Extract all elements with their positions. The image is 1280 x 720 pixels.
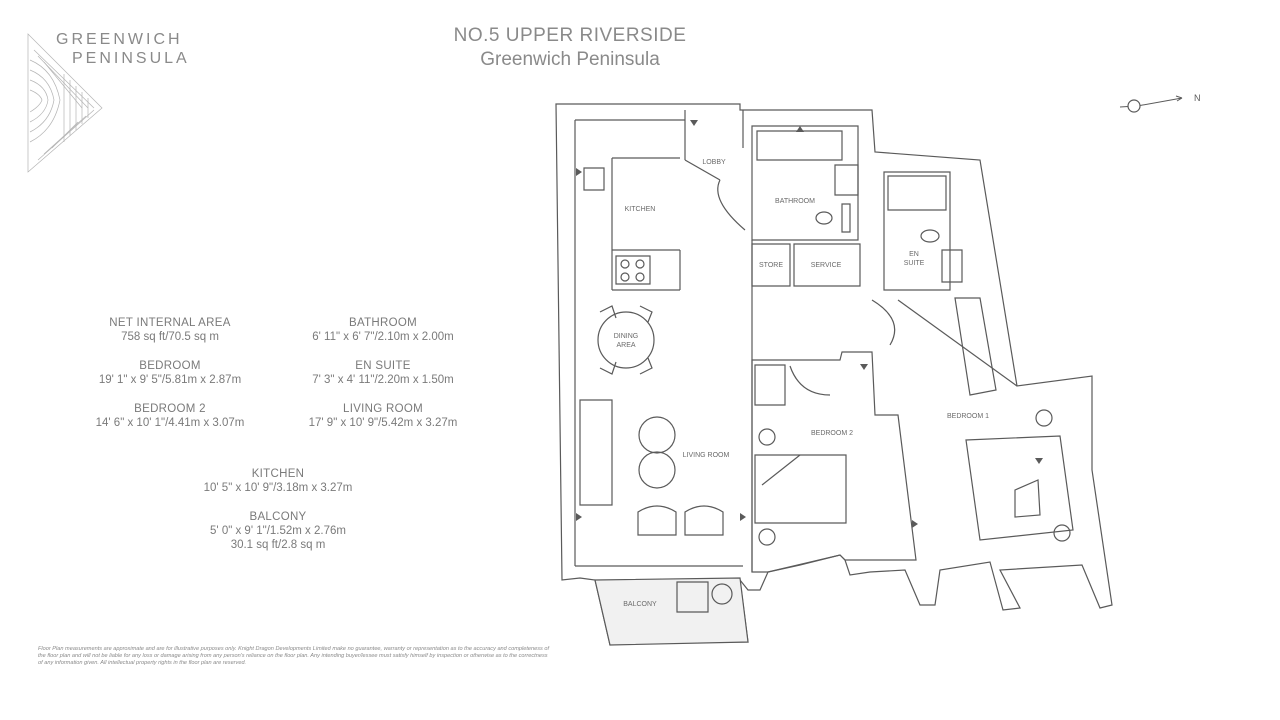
spec-value: 19' 1" x 9' 5"/5.81m x 2.87m <box>98 374 242 386</box>
room-label-kitchen: KITCHEN <box>625 206 656 213</box>
spec-en-suite: EN SUITE 7' 3" x 4' 11"/2.20m x 1.50m <box>273 359 493 387</box>
spec-balcony: BALCONY 5' 0" x 9' 1"/1.52m x 2.76m 30.1… <box>168 510 388 552</box>
spec-label: BALCONY <box>249 511 307 523</box>
brand-logo: GREENWICH PENINSULA <box>24 30 214 180</box>
spec-bathroom: BATHROOM 6' 11" x 6' 7"/2.10m x 2.00m <box>273 316 493 344</box>
brand-line1: GREENWICH <box>56 31 183 48</box>
spec-label: KITCHEN <box>251 468 305 480</box>
compass-label: N <box>1194 93 1201 103</box>
spec-value: 10' 5" x 10' 9"/3.18m x 3.27m <box>203 482 353 494</box>
north-arrow-icon: N <box>1119 93 1201 113</box>
disclaimer-text: Floor Plan measurements are approximate … <box>38 646 550 667</box>
spec-bedroom-2: BEDROOM 2 14' 6" x 10' 1"/4.41m x 3.07m <box>60 402 280 430</box>
spec-net-internal-area: NET INTERNAL AREA 758 sq ft/70.5 sq m <box>60 316 280 344</box>
spec-value: 6' 11" x 6' 7"/2.10m x 2.00m <box>312 331 454 343</box>
room-label-bedroom-2: BEDROOM 2 <box>811 430 853 437</box>
spec-value-area: 30.1 sq ft/2.8 sq m <box>230 539 326 551</box>
brand-line2: PENINSULA <box>72 50 190 67</box>
plan-walls <box>555 103 1113 646</box>
spec-bedroom: BEDROOM 19' 1" x 9' 5"/5.81m x 2.87m <box>60 359 280 387</box>
spec-value: 758 sq ft/70.5 sq m <box>121 331 219 343</box>
room-label-service: SERVICE <box>811 262 842 269</box>
floor-plan: LOBBY KITCHEN BATHROOM STORE SERVICE EN … <box>555 103 1113 646</box>
page-title: NO.5 UPPER RIVERSIDE <box>453 25 687 46</box>
spec-label: NET INTERNAL AREA <box>109 317 231 329</box>
room-label-bedroom-1: BEDROOM 1 <box>947 413 989 420</box>
room-label-dining-2: AREA <box>616 342 635 349</box>
room-label-store: STORE <box>759 262 783 269</box>
spec-value: 5' 0" x 9' 1"/1.52m x 2.76m <box>210 525 346 537</box>
page-subtitle: Greenwich Peninsula <box>480 49 660 70</box>
window-markers <box>576 120 1043 528</box>
room-label-en-suite-1: EN <box>909 251 919 258</box>
room-label-en-suite-2: SUITE <box>904 260 925 267</box>
spec-value: 7' 3" x 4' 11"/2.20m x 1.50m <box>312 374 454 386</box>
spec-kitchen: KITCHEN 10' 5" x 10' 9"/3.18m x 3.27m <box>168 467 388 495</box>
room-label-living: LIVING ROOM <box>683 452 730 459</box>
room-label-lobby: LOBBY <box>702 159 726 166</box>
room-label-balcony: BALCONY <box>623 601 657 608</box>
spec-label: LIVING ROOM <box>343 403 423 415</box>
spec-label: BATHROOM <box>349 317 417 329</box>
spec-label: EN SUITE <box>355 360 411 372</box>
spec-living-room: LIVING ROOM 17' 9" x 10' 9"/5.42m x 3.27… <box>273 402 493 430</box>
spec-label: BEDROOM <box>139 360 201 372</box>
room-label-dining-1: DINING <box>614 333 639 340</box>
room-label-bathroom: BATHROOM <box>775 198 815 205</box>
spec-value: 14' 6" x 10' 1"/4.41m x 3.07m <box>95 417 245 429</box>
brand-wordmark: GREENWICH PENINSULA <box>56 30 190 68</box>
spec-label: BEDROOM 2 <box>134 403 206 415</box>
peninsula-logo-icon <box>27 33 103 173</box>
spec-value: 17' 9" x 10' 9"/5.42m x 3.27m <box>308 417 458 429</box>
room-labels: LOBBY KITCHEN BATHROOM STORE SERVICE EN … <box>614 159 989 608</box>
page-title-block: NO.5 UPPER RIVERSIDE Greenwich Peninsula <box>380 24 760 72</box>
